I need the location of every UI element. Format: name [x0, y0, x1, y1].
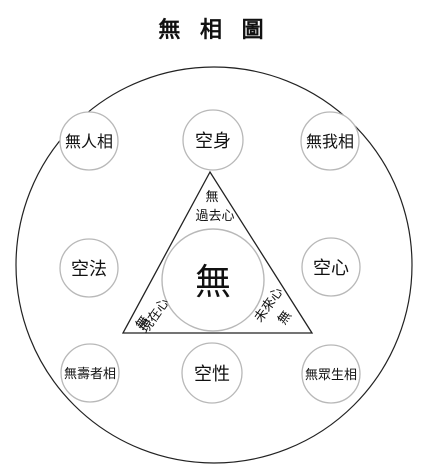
node-circle-top-center	[182, 109, 244, 171]
node-circle-bottom-center	[181, 342, 243, 404]
node-label-empty-body: 空身	[195, 131, 231, 152]
triangle-right-mark: 無	[275, 308, 295, 327]
node-label-no-beings-form: 無眾生相	[305, 368, 357, 383]
node-label-no-lifespan-form: 無壽者相	[64, 367, 116, 382]
node-label-empty-mind: 空心	[313, 258, 349, 279]
node-circle-bottom-left	[60, 343, 120, 403]
node-label-no-person-form: 無人相	[65, 132, 113, 151]
mind-triangle	[121, 170, 314, 334]
node-circle-middle-right	[301, 237, 361, 297]
center-circle	[161, 228, 265, 332]
center-label: 無	[195, 262, 231, 303]
node-circle-top-right	[300, 111, 360, 171]
node-circle-middle-left	[59, 238, 119, 298]
node-circle-top-left	[59, 111, 119, 171]
node-label-empty-dharma: 空法	[71, 259, 107, 280]
diagram-title: 無 相 圖	[158, 17, 269, 43]
node-label-no-self-form: 無我相	[306, 132, 354, 151]
past-mind-label: 過去心	[195, 209, 234, 224]
outer-circle	[15, 66, 413, 464]
node-circle-bottom-right	[301, 344, 361, 404]
triangle-top-mark: 無	[205, 190, 218, 205]
node-label-empty-nature: 空性	[194, 364, 230, 385]
